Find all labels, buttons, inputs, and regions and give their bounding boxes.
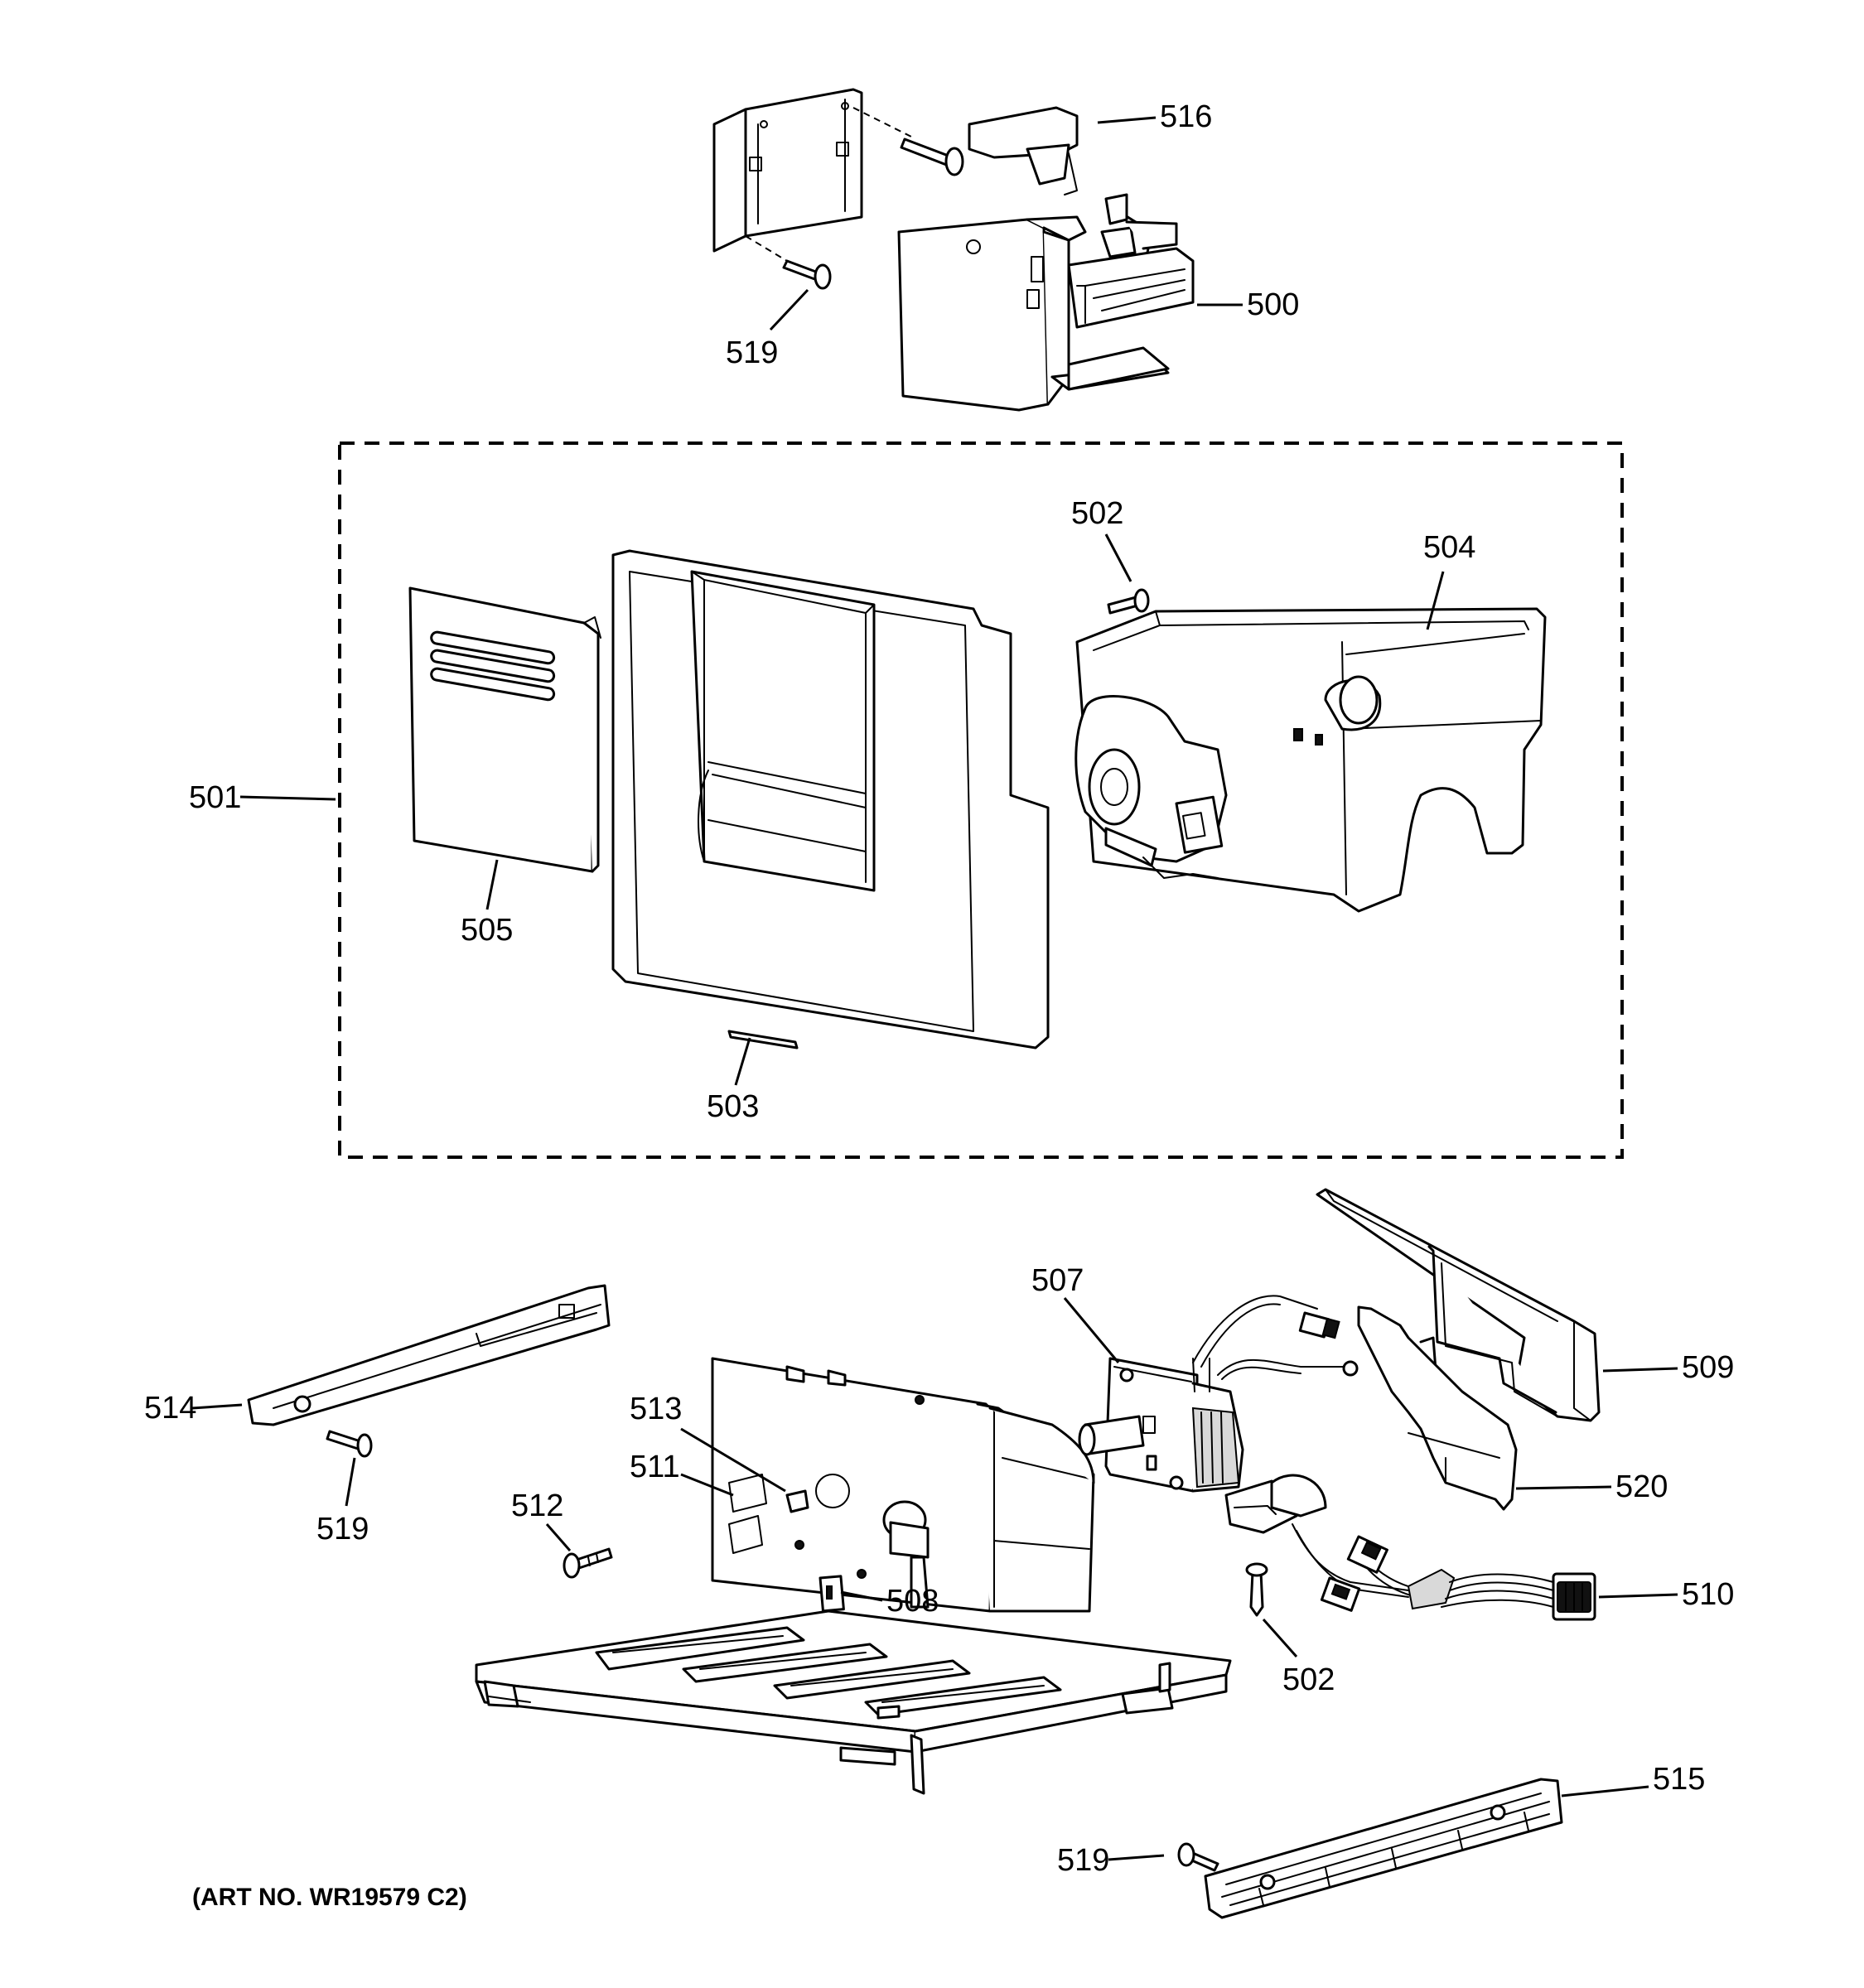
leader-502-bot — [1262, 1619, 1298, 1657]
alignment-line — [745, 235, 792, 264]
leader-519-bot — [1108, 1854, 1165, 1861]
part-509-cover-panel — [1316, 1188, 1601, 1422]
callout-504: 504 — [1423, 530, 1475, 565]
part-500-ice-maker — [897, 193, 1195, 412]
leader-515 — [1561, 1785, 1649, 1797]
leader-514 — [191, 1403, 243, 1410]
callout-501: 501 — [189, 780, 241, 815]
leader-512 — [545, 1523, 572, 1551]
art-number: (ART NO. WR19579 C2) — [192, 1884, 467, 1911]
part-505-door-panel — [408, 586, 601, 873]
part-507-auger-motor — [1078, 1357, 1244, 1493]
screw-part-502-bot — [1245, 1562, 1268, 1617]
callout-512: 512 — [511, 1489, 563, 1523]
assembly-501-boundary — [338, 442, 1624, 1159]
callout-514: 514 — [144, 1391, 196, 1426]
part-503-front-cover — [611, 549, 1050, 1049]
callout-503: 503 — [707, 1089, 759, 1124]
leader-519-mid — [345, 1457, 356, 1507]
callout-508: 508 — [886, 1584, 939, 1619]
screw-part-519 — [782, 259, 832, 290]
part-504-ice-bucket — [1074, 607, 1547, 913]
callout-500: 500 — [1247, 287, 1299, 322]
callout-519-bot: 519 — [1057, 1843, 1109, 1878]
leader-502-top — [1104, 533, 1132, 582]
leader-509 — [1602, 1367, 1678, 1373]
screw-part-512 — [563, 1547, 613, 1579]
screw-part — [900, 138, 964, 176]
motor-wiring — [1192, 1295, 1359, 1380]
leader-520 — [1515, 1485, 1612, 1490]
callout-513: 513 — [630, 1392, 682, 1426]
callout-507: 507 — [1031, 1263, 1084, 1298]
callout-511: 511 — [630, 1450, 680, 1484]
screw-part-519-bot — [1177, 1842, 1219, 1872]
leader-504 — [1426, 571, 1445, 630]
base-tray-assembly — [475, 1357, 1232, 1795]
part-510-wire-harness — [1224, 1474, 1596, 1621]
part-520-insulation — [1357, 1305, 1518, 1511]
callout-519-mid: 519 — [316, 1512, 369, 1546]
leader-503 — [734, 1037, 751, 1086]
leader-508 — [840, 1590, 883, 1602]
callout-516: 516 — [1160, 99, 1212, 134]
part-516-cover — [968, 106, 1079, 195]
part-515-grille — [1204, 1778, 1563, 1919]
callout-519-top: 519 — [726, 335, 778, 370]
leader-505 — [485, 859, 499, 910]
callout-515: 515 — [1653, 1762, 1705, 1797]
callout-509: 509 — [1682, 1350, 1734, 1385]
callout-510: 510 — [1682, 1577, 1734, 1612]
mounting-bracket — [712, 88, 863, 253]
screw-part-502-top — [1107, 588, 1150, 615]
leader-519-top — [769, 288, 809, 331]
leader-516 — [1097, 116, 1157, 124]
part-514-rail — [247, 1284, 611, 1426]
callout-520: 520 — [1615, 1469, 1668, 1504]
callout-502-top: 502 — [1071, 496, 1123, 531]
leader-501 — [239, 795, 336, 801]
leader-507 — [1063, 1297, 1120, 1363]
callout-502-bot: 502 — [1282, 1662, 1335, 1697]
leader-511 — [680, 1473, 734, 1497]
leader-513 — [680, 1427, 786, 1493]
screw-part-519-mid — [326, 1430, 373, 1458]
callout-505: 505 — [461, 913, 513, 948]
leader-510 — [1598, 1593, 1678, 1599]
